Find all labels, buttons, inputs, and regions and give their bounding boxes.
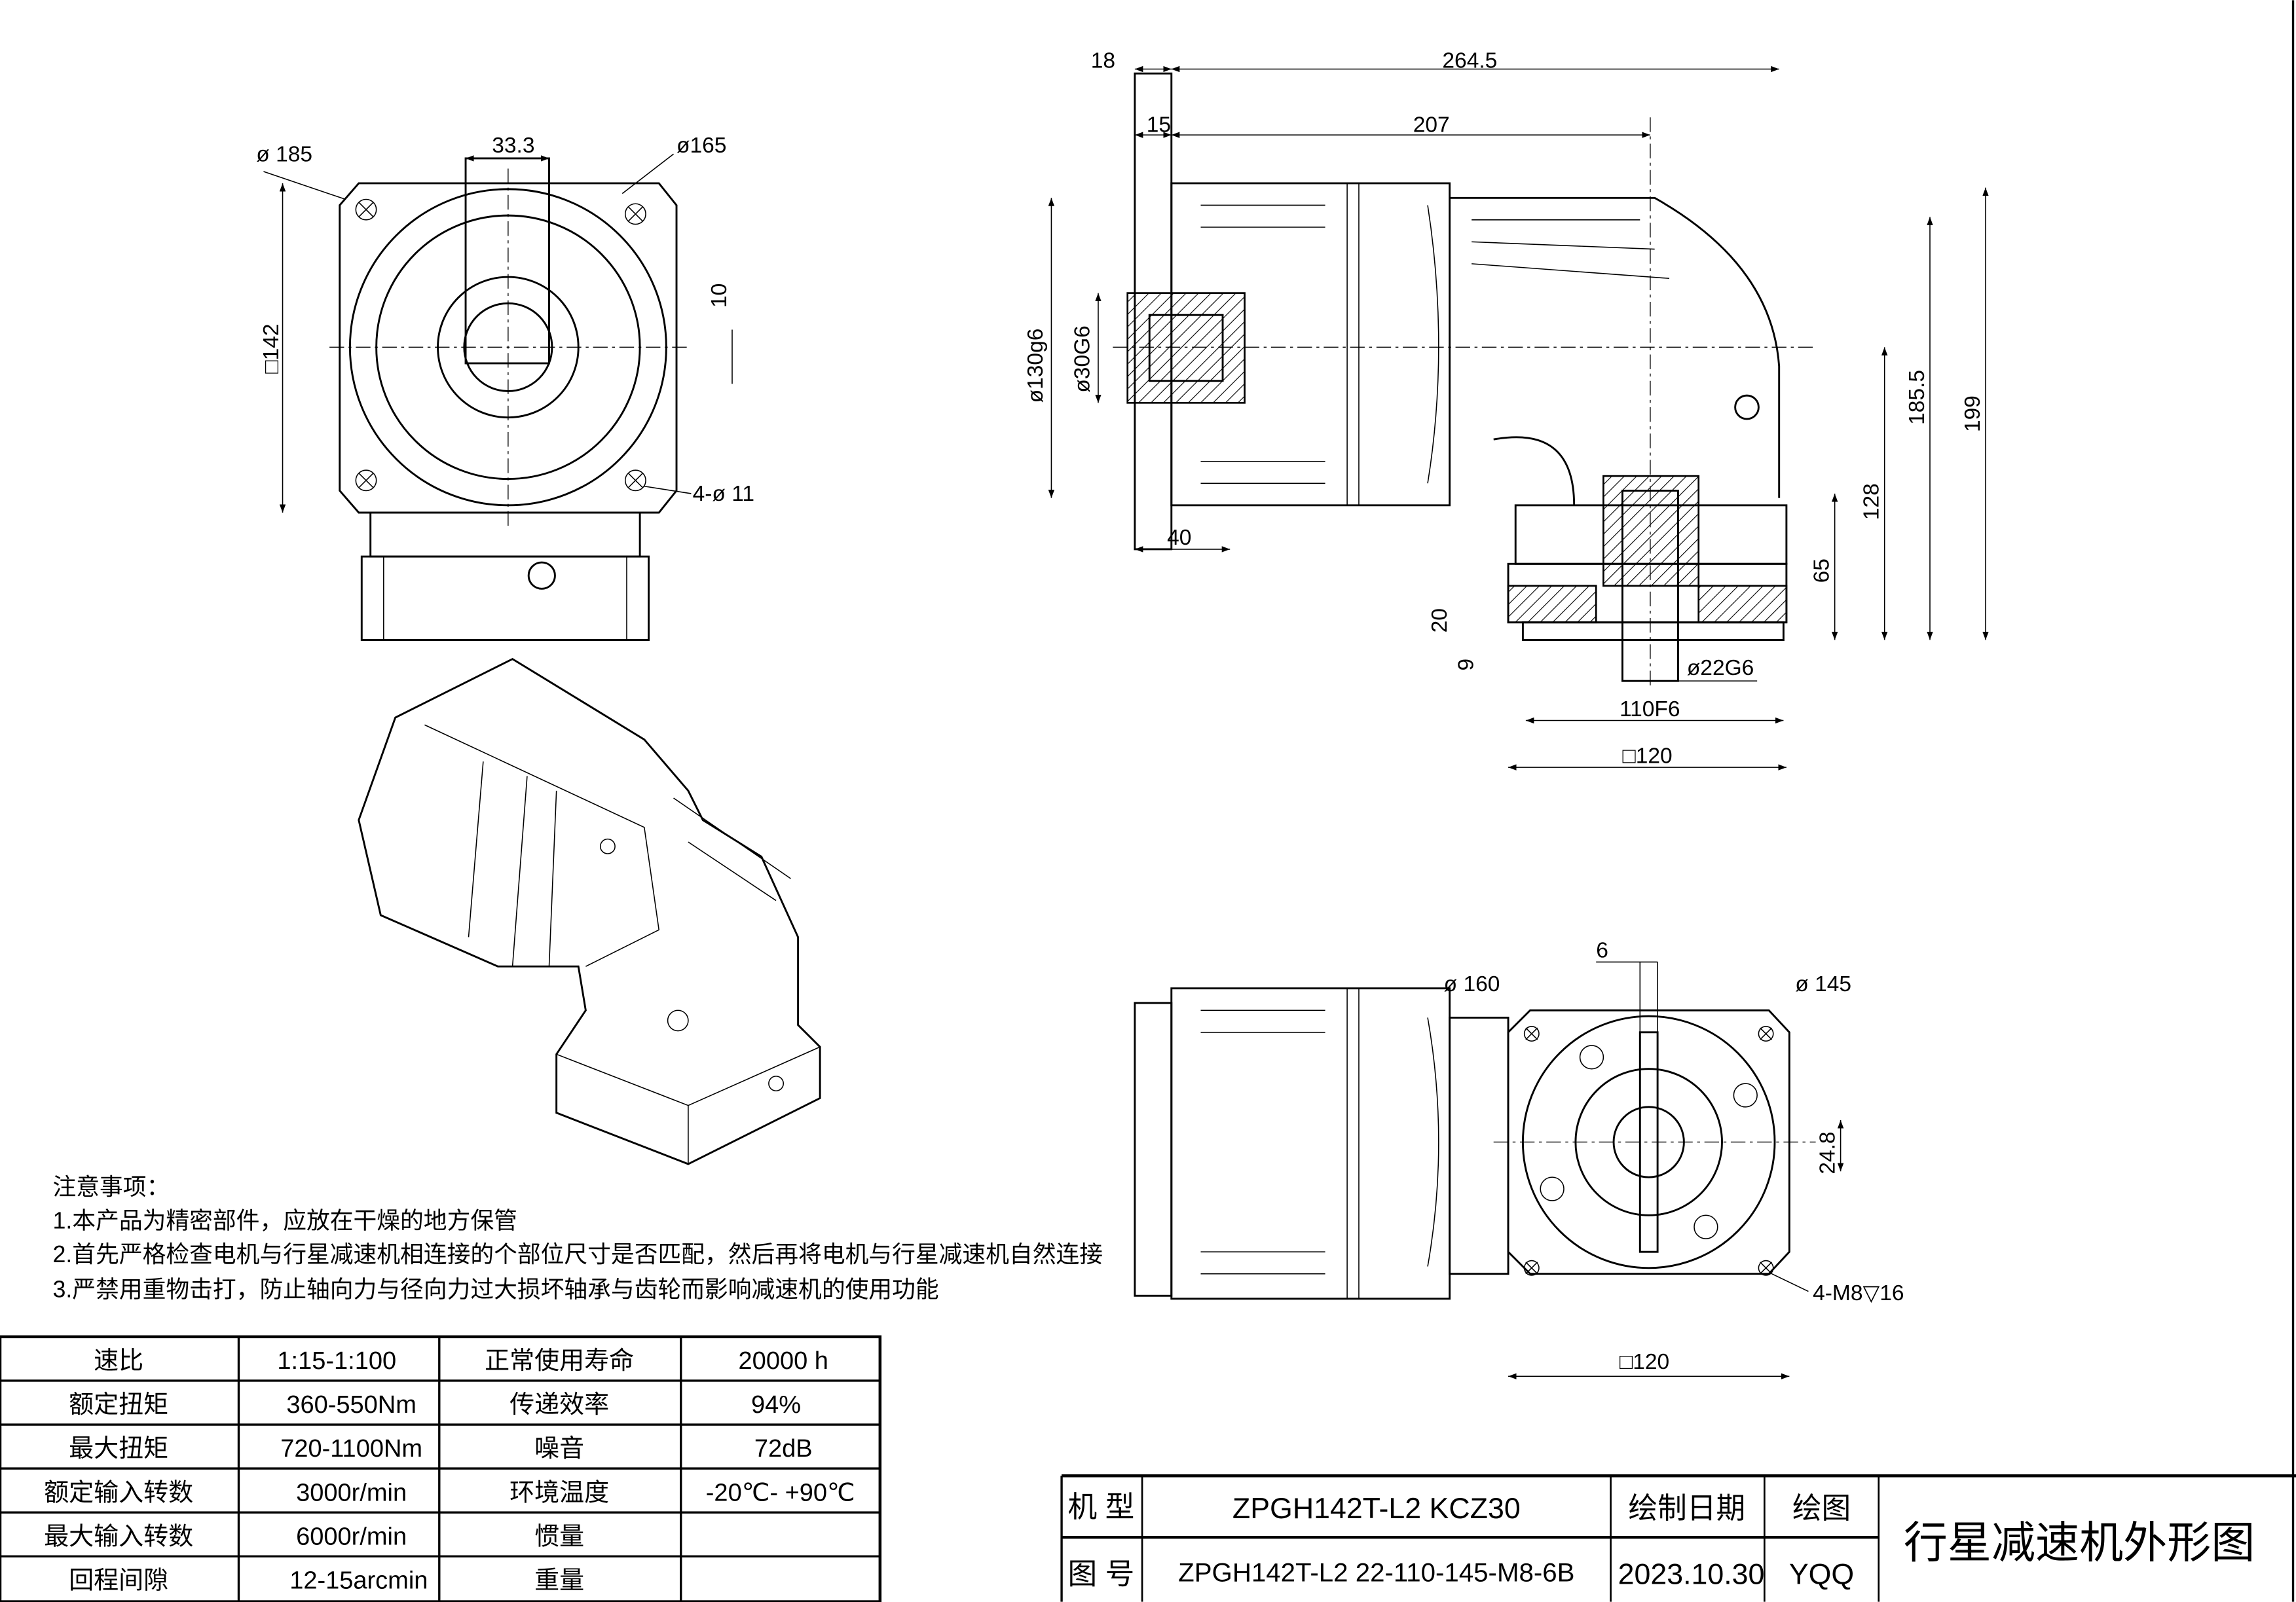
spec-value: 360-550Nm [286, 1391, 417, 1419]
dim-height-128: 128 [1860, 483, 1884, 520]
spec-value: 6000r/min [296, 1523, 407, 1550]
notes-title: 注意事项： [52, 1174, 170, 1200]
spec-value: 20000 h [739, 1347, 828, 1375]
spec-table: 速比 1:15-1:100 正常使用寿命 20000 h 额定扭矩 360-55… [0, 1335, 882, 1602]
drawing-title: 行星减速机外形图 [1904, 1518, 2255, 1567]
dim-flange-width: 40 [1167, 526, 1191, 550]
dim-pilot: 15 [1147, 113, 1171, 137]
dim-output-key-width: 6 [1596, 939, 1608, 963]
date-value: 2023.10.30 [1618, 1559, 1765, 1591]
drawer-label: 绘图 [1792, 1493, 1851, 1525]
model-value: ZPGH142T-L2 KCZ30 [1232, 1493, 1521, 1525]
spec-value: -20℃- +90℃ [706, 1479, 855, 1506]
output-end-view: 6 ø 160 ø 145 24.8 4-M8▽16 □120 [1134, 939, 1904, 1379]
dim-outer-diameter: ø 185 [256, 142, 312, 166]
model-label: 机 型 [1068, 1491, 1135, 1523]
note-item: 1.本产品为精密部件，应放在干燥的地方保管 [52, 1207, 517, 1233]
dim-thickness-9: 9 [1454, 659, 1478, 671]
dim-height-185: 185.5 [1905, 370, 1929, 425]
dim-height-65: 65 [1810, 558, 1834, 583]
bolt-hole-icon [355, 198, 646, 492]
spec-label: 正常使用寿命 [485, 1347, 634, 1375]
isometric-view [358, 657, 821, 1165]
note-item: 2.首先严格检查电机与行星减速机相连接的个部位尺寸是否匹配，然后再将电机与行星减… [52, 1241, 1103, 1267]
tapped-hole-icon [1523, 1026, 1774, 1276]
spec-label: 额定扭矩 [69, 1391, 168, 1419]
dim-key-height: 10 [707, 283, 731, 308]
dim-key-depth: 24.8 [1816, 1131, 1840, 1174]
spec-label: 重量 [534, 1567, 584, 1594]
spec-label: 噪音 [534, 1435, 584, 1463]
dim-output-square-bottom: □120 [1620, 1350, 1669, 1374]
dim-diameter-160: ø 160 [1444, 972, 1500, 996]
front-view: ø 185 33.3 ø165 10 □142 4-ø 11 [256, 134, 754, 641]
dim-output-square: □120 [1622, 744, 1672, 768]
spec-label: 环境温度 [509, 1479, 609, 1506]
spec-value: 94% [751, 1391, 801, 1419]
spec-value: 3000r/min [296, 1479, 407, 1506]
spec-label: 最大扭矩 [69, 1435, 168, 1463]
spec-label: 回程间隙 [69, 1567, 168, 1594]
spec-value: 1:15-1:100 [277, 1347, 396, 1375]
dim-length-207: 207 [1413, 113, 1450, 137]
dim-input-bore: ø30G6 [1071, 325, 1095, 392]
dim-total-length: 264.5 [1442, 48, 1497, 73]
dim-key-width: 33.3 [492, 134, 534, 158]
dim-thickness-20: 20 [1428, 608, 1452, 632]
dim-holes: 4-ø 11 [693, 482, 754, 506]
spec-label: 最大输入转数 [44, 1523, 193, 1550]
spec-value: 72dB [754, 1435, 813, 1463]
dim-tapped-holes: 4-M8▽16 [1813, 1281, 1904, 1305]
spec-label: 额定输入转数 [44, 1479, 193, 1506]
spec-label: 惯量 [534, 1523, 584, 1550]
drawing-number-value: ZPGH142T-L2 22-110-145-M8-6B [1178, 1557, 1574, 1587]
spec-label: 速比 [94, 1347, 143, 1375]
spec-label: 传递效率 [509, 1391, 609, 1419]
dim-input-pilot: ø130g6 [1024, 329, 1048, 403]
side-section-view: 18 264.5 15 207 ø130g6 ø30G6 40 185.5 19… [1024, 48, 1989, 771]
spec-value: 720-1100Nm [280, 1435, 422, 1463]
dim-height-199: 199 [1961, 395, 1985, 432]
dim-pcd: ø165 [676, 134, 726, 158]
notes: 注意事项： 1.本产品为精密部件，应放在干燥的地方保管 2.首先严格检查电机与行… [52, 1174, 1103, 1303]
dim-flange-thickness: 18 [1091, 48, 1115, 73]
dim-square: □142 [259, 323, 284, 373]
spec-value: 12-15arcmin [289, 1567, 428, 1594]
dim-output-pcd: ø 145 [1795, 972, 1851, 996]
drawer-value: YQQ [1789, 1559, 1854, 1591]
note-item: 3.严禁用重物击打，防止轴向力与径向力过大损坏轴承与齿轮而影响减速机的使用功能 [52, 1276, 938, 1302]
drawing-number-label: 图 号 [1068, 1559, 1135, 1591]
dim-output-bore: ø22G6 [1687, 656, 1754, 680]
date-label: 绘制日期 [1628, 1493, 1745, 1525]
title-block: 机 型 ZPGH142T-L2 KCZ30 绘制日期 绘图 图 号 ZPGH14… [1060, 1474, 2296, 1602]
dim-output-pilot: 110F6 [1620, 697, 1680, 721]
